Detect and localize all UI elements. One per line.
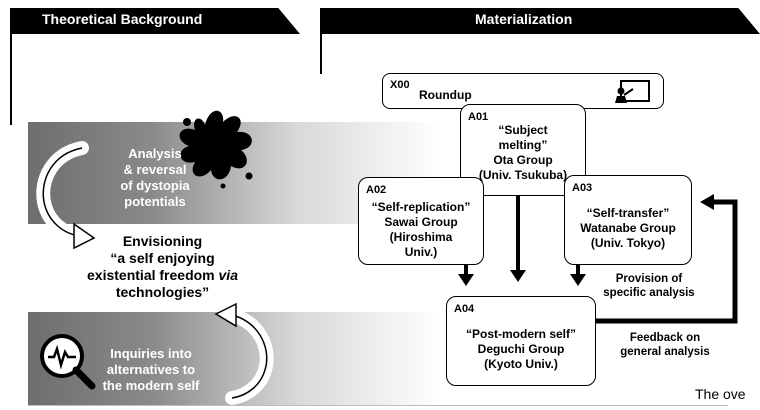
box-line: “Self-transfer” (586, 206, 670, 220)
provision-line: Provision of (615, 273, 683, 285)
provision-label: Provision of specific analysis (594, 272, 704, 300)
envisioning-text: Envisioning “a self enjoying existential… (40, 233, 285, 301)
inquiries-text: Inquiries into alternatives to the moder… (86, 346, 216, 394)
left-header-frame: Theoretical Background (10, 4, 300, 34)
splat-icon (179, 110, 253, 189)
box-line: Sawai Group (384, 215, 458, 229)
box-body: “Subject melting” Ota Group (Univ. Tsuku… (461, 123, 585, 183)
analysis-line: Analysis (128, 146, 182, 161)
bottom-rule (28, 405, 728, 406)
feedback-label: Feedback on general analysis (598, 331, 732, 359)
cycle-arrow-icon (36, 141, 96, 250)
envisioning-prefix: existential freedom (87, 267, 219, 283)
presentation-icon (615, 80, 650, 103)
arrow-down-icon (570, 274, 586, 286)
right-header-frame: Materialization (320, 4, 760, 34)
box-code: A01 (468, 111, 489, 123)
envisioning-line: “a self enjoying (110, 250, 215, 266)
left-divider-line (10, 30, 12, 125)
box-line: Ota Group (493, 153, 553, 167)
box-a03: A03 “Self-transfer” Watanabe Group (Univ… (564, 175, 692, 265)
box-line: Univ.) (404, 245, 438, 259)
box-body: “Self-transfer” Watanabe Group (Univ. To… (565, 206, 691, 251)
arrow-down-icon (458, 274, 474, 286)
box-line: melting” (498, 138, 548, 152)
box-line: (Univ. Tokyo) (590, 236, 666, 250)
feedback-line: general analysis (620, 346, 710, 358)
box-a02: A02 “Self-replication” Sawai Group (Hiro… (358, 177, 484, 265)
envisioning-line: existential freedom via (40, 267, 285, 284)
analysis-line: & reversal (123, 162, 187, 177)
inquiries-line: the modern self (102, 378, 200, 393)
box-line: (Univ. Tsukuba) (478, 168, 568, 182)
box-line: “Post-modern self” (465, 327, 576, 341)
box-body: “Post-modern self” Deguchi Group (Kyoto … (447, 327, 595, 372)
envisioning-italic: via (218, 267, 238, 283)
right-divider-line (320, 30, 322, 74)
magnifier-wave-icon (40, 334, 96, 390)
inquiries-line: Inquiries into (110, 346, 192, 361)
box-body: “Self-replication” Sawai Group (Hiroshim… (359, 200, 483, 260)
box-title: Roundup (419, 88, 472, 102)
right-header-shape (320, 4, 760, 34)
box-code: A03 (572, 182, 593, 194)
box-line: (Kyoto Univ.) (484, 357, 558, 371)
box-line: Watanabe Group (580, 221, 676, 235)
provision-line: specific analysis (603, 287, 695, 299)
left-header-title: Theoretical Background (42, 11, 203, 27)
analysis-line: of dystopia (120, 178, 190, 193)
caption-fragment: The ove (695, 386, 746, 402)
analysis-line: potentials (124, 194, 186, 209)
cycle-arrow-icon (214, 302, 274, 405)
box-line: “Subject (498, 123, 548, 137)
feedback-line: Feedback on (629, 332, 701, 344)
envisioning-line: technologies” (115, 284, 210, 300)
box-line: (Hiroshima (389, 230, 453, 244)
arrow-down-icon (510, 270, 526, 282)
bottom-gradient-band (28, 312, 440, 406)
left-header-shape (10, 4, 300, 34)
box-line: Deguchi Group (477, 342, 565, 356)
box-code: A02 (366, 184, 387, 196)
feedback-arrow (596, 199, 738, 324)
arrow-left-icon (700, 194, 714, 210)
inquiries-line: alternatives to (106, 362, 196, 377)
analysis-text: Analysis & reversal of dystopia potentia… (95, 146, 215, 210)
box-code: A04 (454, 303, 475, 315)
envisioning-line: Envisioning (122, 233, 203, 249)
right-header-title: Materialization (475, 11, 573, 27)
box-a04: A04 “Post-modern self” Deguchi Group (Ky… (446, 296, 596, 386)
box-code: X00 (390, 79, 410, 91)
box-line: “Self-replication” (371, 200, 471, 214)
